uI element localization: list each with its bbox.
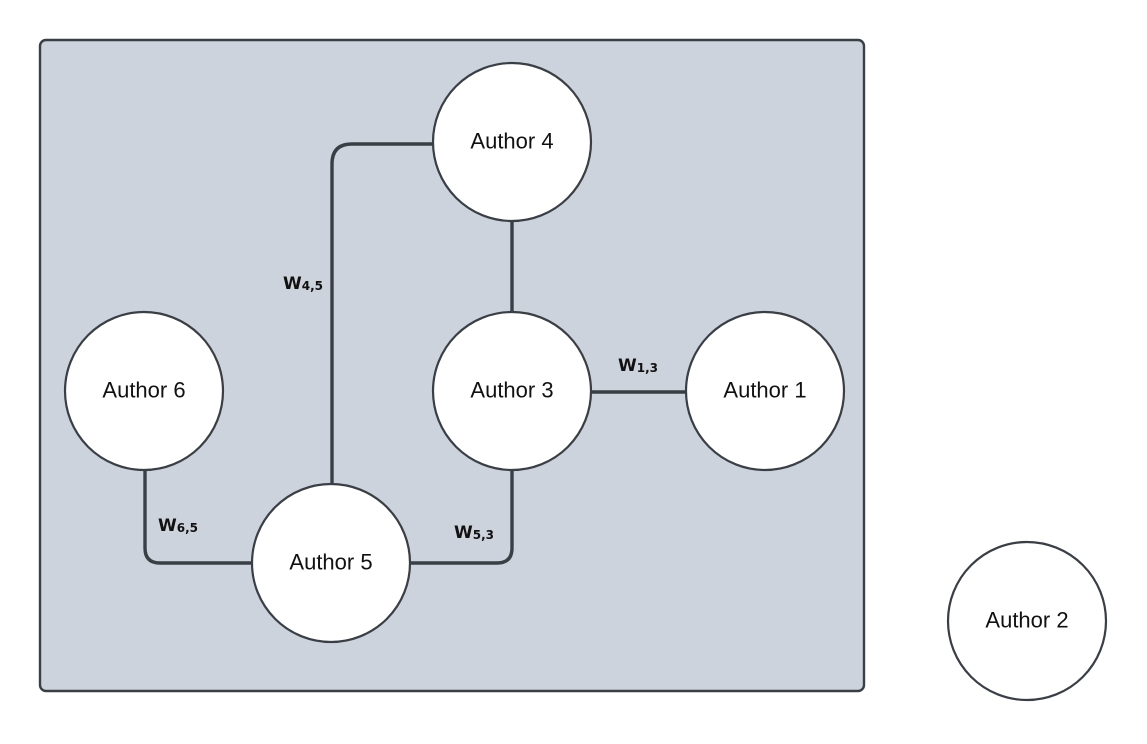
node-label-author-6: Author 6 (102, 378, 185, 403)
node-label-author-1: Author 1 (723, 378, 806, 403)
node-author-4: Author 4 (431, 61, 593, 223)
node-label-author-3: Author 3 (470, 378, 553, 403)
edge-author-6-author-5 (143, 470, 251, 565)
edge-author-4-author-5 (330, 142, 433, 483)
node-label-author-2: Author 2 (985, 608, 1068, 633)
node-author-5: Author 5 (250, 482, 412, 644)
edge-label-w-6-5: W6,5 (158, 516, 198, 536)
edge-label-w-5-3: W5,3 (454, 523, 494, 543)
edge-label-w-1-3: W1,3 (618, 356, 658, 376)
edge-label-w-4-5: W4,5 (283, 274, 323, 294)
node-author-3: Author 3 (431, 310, 593, 472)
edge-author-5-author-3 (410, 469, 514, 565)
node-label-author-4: Author 4 (470, 129, 553, 154)
node-author-6: Author 6 (63, 310, 225, 472)
node-label-author-5: Author 5 (289, 550, 372, 575)
node-author-2: Author 2 (946, 540, 1108, 702)
node-author-1: Author 1 (684, 310, 846, 472)
